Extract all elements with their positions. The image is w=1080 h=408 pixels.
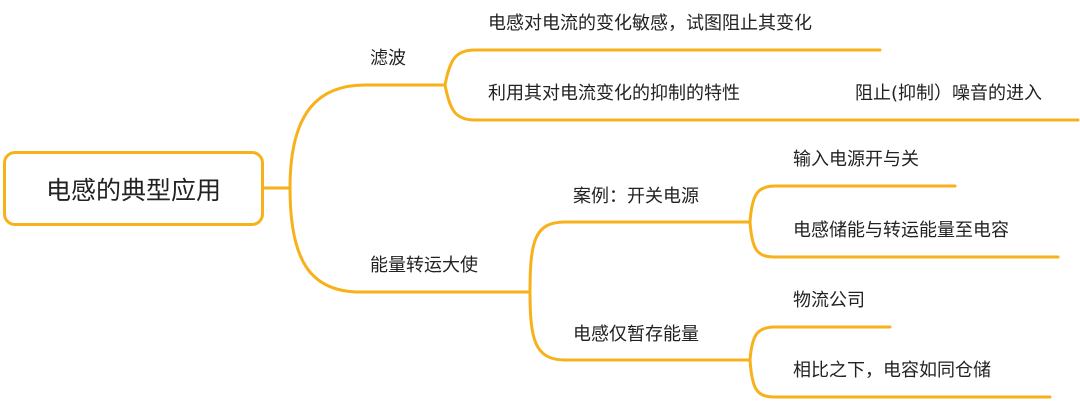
connector-filter-leaf1	[443, 48, 882, 87]
connector-store-leaf2	[748, 358, 1052, 399]
energy-store-label[interactable]: 电感仅暂存能量	[573, 324, 699, 345]
branch-energy-label[interactable]: 能量转运大使	[370, 255, 478, 276]
energy-case-label[interactable]: 案例：开关电源	[573, 186, 699, 207]
connector-case-leaf1	[748, 184, 957, 224]
connector-energy-case	[528, 220, 752, 294]
connector-case-leaf2	[748, 220, 1060, 259]
case-leaf-2[interactable]: 电感储能与转运能量至电容	[793, 220, 1009, 241]
connector-root-energy	[288, 186, 532, 294]
filter-leaf-2[interactable]: 利用其对电流变化的抑制的特性	[488, 83, 740, 104]
connector-root-filter	[288, 83, 447, 190]
branch-filter-label[interactable]: 滤波	[370, 48, 406, 69]
filter-leaf-2-child[interactable]: 阻止(抑制）噪音的进入	[855, 83, 1043, 104]
case-leaf-1[interactable]: 输入电源开与关	[793, 149, 919, 170]
connector-energy-store	[528, 290, 752, 362]
store-leaf-2[interactable]: 相比之下，电容如同仓储	[793, 360, 991, 381]
connector-store-leaf1	[748, 325, 892, 362]
store-leaf-1[interactable]: 物流公司	[793, 290, 865, 311]
connector-filter-leaf2	[443, 83, 832, 122]
filter-leaf-1[interactable]: 电感对电流的变化敏感，试图阻止其变化	[488, 13, 812, 34]
root-label: 电感的典型应用	[45, 175, 221, 205]
root-node[interactable]: 电感的典型应用	[3, 151, 264, 226]
